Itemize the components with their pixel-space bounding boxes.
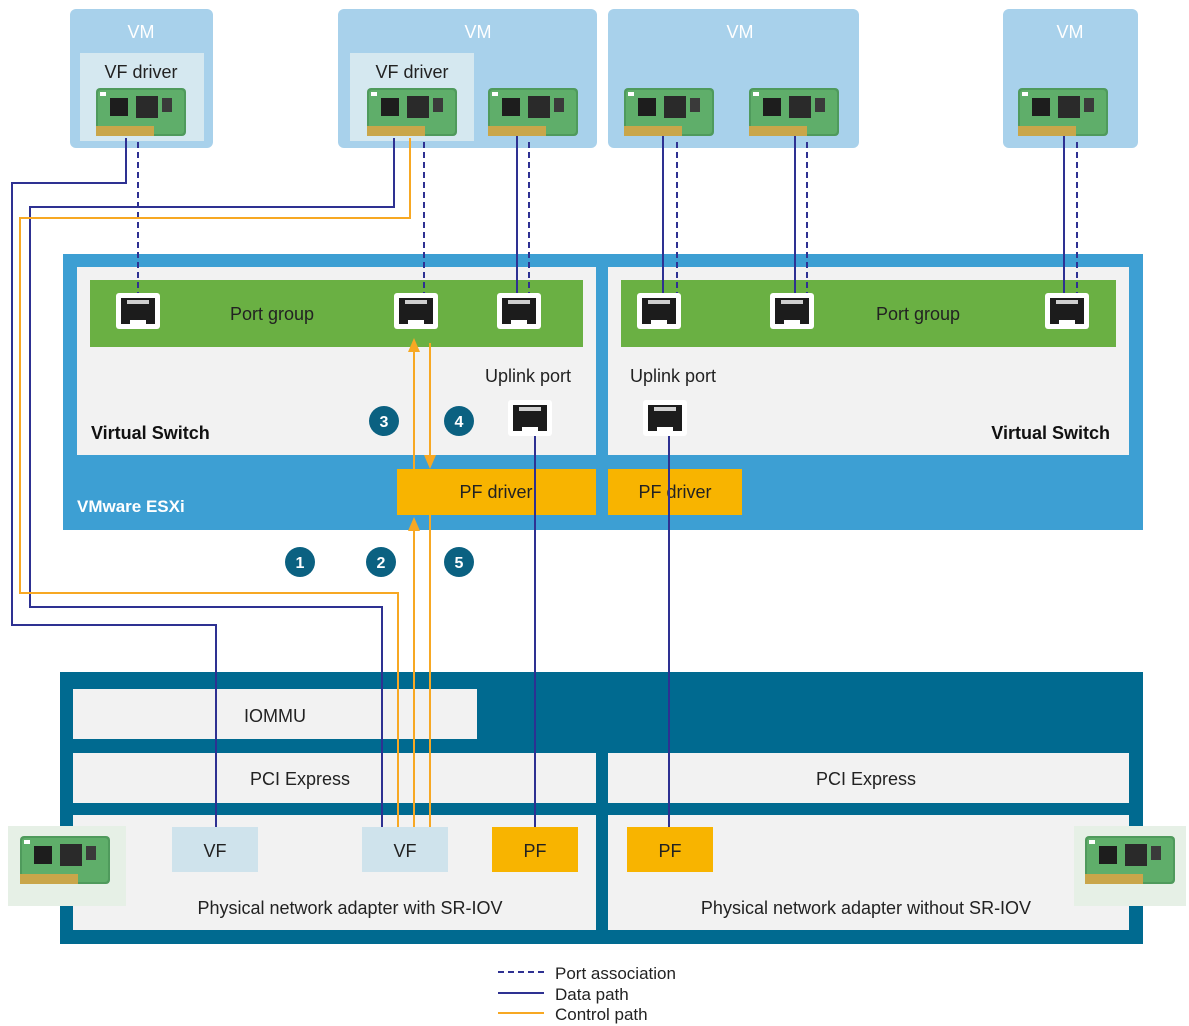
port-vm2-vf-icon — [394, 293, 438, 329]
vm-3-nic-2-icon — [749, 88, 839, 136]
adapter-card-right-icon — [1074, 826, 1186, 906]
pci-express-left — [73, 753, 596, 803]
vf-2 — [362, 827, 448, 872]
connections — [11, 136, 1078, 827]
left-virtual-switch-label: Virtual Switch — [91, 423, 210, 443]
pf-driver-left-label: PF driver — [459, 482, 532, 502]
pf-left-label: PF — [523, 841, 546, 861]
step-2: 2 — [366, 547, 396, 577]
pf-driver-right — [608, 469, 742, 515]
uplink-port-right-icon — [643, 400, 687, 436]
port-vm3a-icon — [637, 293, 681, 329]
legend-control-path-label: Control path — [555, 1005, 648, 1024]
legend-port-association-label: Port association — [555, 964, 676, 983]
vm-1: VM VF driver — [70, 9, 213, 148]
svg-text:2: 2 — [377, 555, 386, 572]
pf-left — [492, 827, 578, 872]
vm-2-label: VM — [465, 22, 492, 42]
step-1: 1 — [285, 547, 315, 577]
port-vm2-icon — [497, 293, 541, 329]
step-4: 4 — [444, 406, 474, 436]
svg-text:3: 3 — [380, 414, 389, 431]
right-virtual-switch-label: Virtual Switch — [991, 423, 1110, 443]
adapter-card-left-icon — [8, 826, 126, 906]
legend: Port association Data path Control path — [498, 964, 676, 1024]
vm-4: VM — [1003, 9, 1138, 148]
pf-right — [627, 827, 713, 872]
vf-1-label: VF — [203, 841, 226, 861]
vm-1-vf-driver-label: VF driver — [104, 62, 177, 82]
vm-2: VM VF driver — [338, 9, 597, 148]
vm-3: VM — [608, 9, 859, 148]
step-3: 3 — [369, 406, 399, 436]
control-path-lines — [19, 138, 431, 827]
left-uplink-port-label: Uplink port — [485, 366, 571, 386]
legend-data-path-label: Data path — [555, 985, 629, 1004]
right-uplink-port-label: Uplink port — [630, 366, 716, 386]
right-port-group-label: Port group — [876, 304, 960, 324]
vm-1-nic-icon — [96, 88, 186, 136]
svg-text:5: 5 — [455, 555, 464, 572]
left-virtual-switch: Port group Uplink port Virtual Switch — [77, 267, 596, 455]
adapter-sriov-label: Physical network adapter with SR-IOV — [197, 898, 502, 918]
vm-4-label: VM — [1057, 22, 1084, 42]
left-port-group-label: Port group — [230, 304, 314, 324]
data-path-lines — [11, 136, 1065, 827]
vm-2-nic-icon — [488, 88, 578, 136]
vm-2-vf-driver-label: VF driver — [375, 62, 448, 82]
vm-1-label: VM — [128, 22, 155, 42]
pf-right-label: PF — [658, 841, 681, 861]
vf-1 — [172, 827, 258, 872]
pci-express-right — [608, 753, 1129, 803]
pf-driver-right-label: PF driver — [638, 482, 711, 502]
adapter-no-sriov-label: Physical network adapter without SR-IOV — [701, 898, 1031, 918]
iommu-box — [73, 689, 477, 739]
vm-3-label: VM — [727, 22, 754, 42]
vf-2-label: VF — [393, 841, 416, 861]
right-virtual-switch: Port group Uplink port Virtual Switch — [608, 267, 1129, 455]
svg-text:1: 1 — [296, 555, 305, 572]
pci-express-right-label: PCI Express — [816, 769, 916, 789]
port-association-lines — [137, 142, 1078, 293]
control-path-arrows — [408, 338, 436, 531]
pf-driver-left — [397, 469, 596, 515]
hardware-host: IOMMU PCI Express PCI Express Physical n… — [60, 672, 1143, 944]
vm-3-nic-1-icon — [624, 88, 714, 136]
esxi-host: VMware ESXi Port group Uplink port Virtu… — [63, 254, 1143, 530]
step-5: 5 — [444, 547, 474, 577]
iommu-label: IOMMU — [244, 706, 306, 726]
svg-text:4: 4 — [455, 414, 464, 431]
vm-4-nic-icon — [1018, 88, 1108, 136]
esxi-label: VMware ESXi — [77, 497, 185, 516]
port-vm4-icon — [1045, 293, 1089, 329]
port-vm1-icon — [116, 293, 160, 329]
pci-express-left-label: PCI Express — [250, 769, 350, 789]
vm-2-vf-nic-icon — [367, 88, 457, 136]
uplink-port-left-icon — [508, 400, 552, 436]
port-vm3b-icon — [770, 293, 814, 329]
